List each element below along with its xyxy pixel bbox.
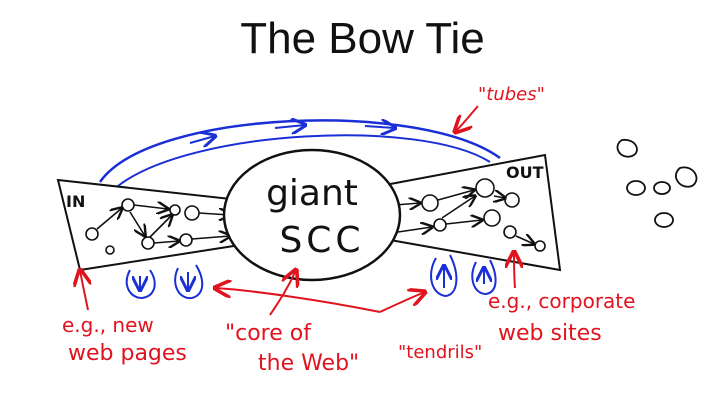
annotation-arrows [80, 105, 515, 316]
slide-title: The Bow Tie [240, 14, 485, 63]
tendrils [125, 254, 497, 300]
core-annotation-line1: "core of [225, 321, 312, 346]
scc-label-line1: giant [266, 173, 358, 214]
tendrils-annotation: "tendrils" [398, 342, 482, 363]
in-label: IN [66, 192, 85, 211]
in-example-line2: web pages [68, 341, 187, 366]
tubes-annotation: "tubes" [478, 84, 545, 105]
in-example-line1: e.g., new [62, 313, 154, 337]
out-label: OUT [506, 163, 544, 182]
disconnected-components [616, 139, 698, 228]
giant-scc-ellipse [222, 148, 402, 282]
scc-label-line2: SCC [279, 220, 364, 261]
tube-arc [98, 120, 501, 187]
out-example-line1: e.g., corporate [488, 289, 635, 313]
out-example-line2: web sites [498, 321, 602, 346]
core-annotation-line2: the Web" [258, 351, 359, 376]
